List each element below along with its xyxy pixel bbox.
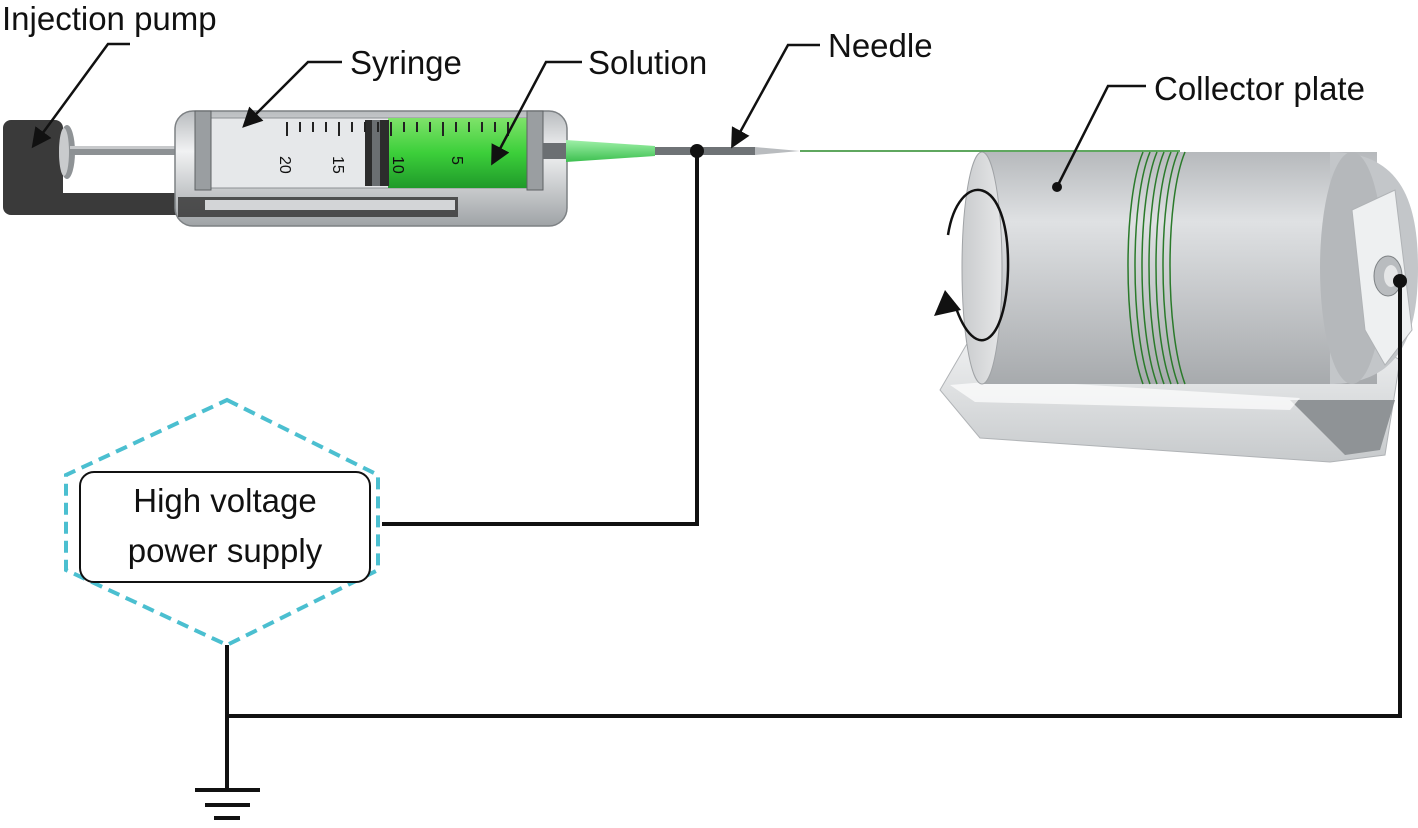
needle: [655, 147, 800, 155]
power-supply-label-line1: High voltage: [133, 482, 316, 519]
leader-needle: [731, 43, 820, 149]
scale-label-5: 5: [448, 156, 465, 165]
collector-plate: [939, 151, 1418, 463]
syringe-scale: [286, 122, 509, 136]
power-supply-label-line2: power supply: [128, 532, 323, 569]
leader-syringe: [242, 60, 342, 128]
collector-junction-dot: [1393, 274, 1407, 288]
label-solution: Solution: [588, 44, 707, 81]
collector-pointer-dot: [1052, 182, 1062, 192]
power-supply-box: [79, 471, 371, 583]
label-collector-plate: Collector plate: [1154, 70, 1365, 107]
label-injection-pump: Injection pump: [2, 0, 217, 37]
syringe: 20 15 10 5: [174, 110, 655, 227]
scale-label-10: 10: [389, 156, 406, 174]
leader-collector-plate: [1056, 84, 1146, 186]
needle-hub: [566, 140, 655, 162]
leader-injection-pump: [31, 42, 130, 149]
power-supply-hexagon: [64, 397, 380, 648]
scale-label-20: 20: [276, 156, 293, 174]
label-needle: Needle: [828, 27, 933, 64]
plunger-rod: [70, 146, 200, 155]
label-syringe: Syringe: [350, 44, 462, 81]
needle-junction-dot: [690, 144, 704, 158]
scale-label-15: 15: [329, 156, 346, 174]
circuit-wires: [225, 151, 1402, 790]
leader-solution: [491, 60, 582, 166]
ground-icon: [195, 788, 260, 820]
rotation-arrow-icon: [934, 188, 1010, 342]
